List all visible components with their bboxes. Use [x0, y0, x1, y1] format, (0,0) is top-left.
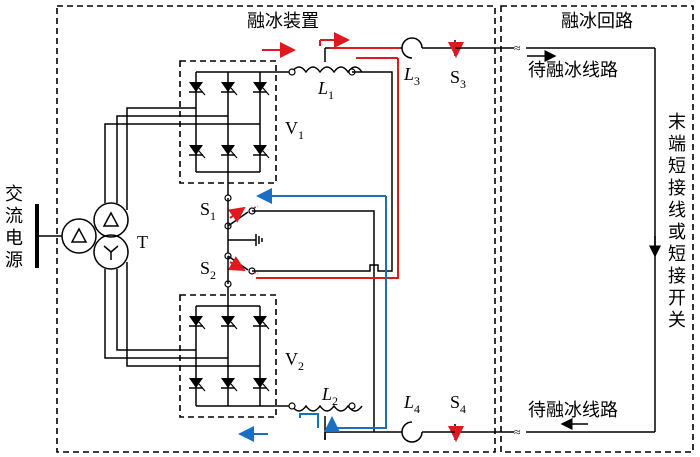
thyristor-icon [252, 315, 270, 330]
rectifier-v1 [188, 71, 270, 173]
thyristor-icon [252, 144, 270, 159]
thyristor-icon [220, 315, 238, 330]
s2-label: S2 [200, 258, 216, 282]
inductor-l3-icon [401, 37, 423, 59]
svg-text:交: 交 [5, 184, 23, 205]
svg-text:短: 短 [668, 156, 686, 177]
l3-label: L3 [403, 64, 420, 88]
inductor-l4-icon [401, 421, 423, 443]
transformer-icon [61, 202, 129, 270]
s4-label: S4 [450, 392, 466, 416]
ac-source-label: 交 流 电 源 [5, 184, 23, 271]
thyristor-icon [188, 144, 206, 159]
s3-label: S3 [450, 67, 466, 91]
l2-label: L2 [321, 384, 338, 408]
thyristor-icon [252, 81, 270, 96]
l1-label: L1 [317, 78, 334, 102]
thyristor-icon [220, 81, 238, 96]
loop-box [500, 5, 694, 453]
svg-text:接: 接 [668, 178, 686, 199]
svg-text:≈: ≈ [514, 425, 521, 439]
svg-text:开: 开 [668, 288, 686, 309]
line-bottom-label: 待融冰线路 [528, 400, 618, 421]
thyristor-icon [220, 144, 238, 159]
svg-text:电: 电 [5, 228, 23, 249]
thyristor-icon [188, 81, 206, 96]
svg-text:关: 关 [668, 310, 686, 331]
device-title: 融冰装置 [247, 11, 319, 32]
svg-text:末: 末 [668, 112, 686, 133]
rectifier-v2-box [179, 294, 277, 418]
thyristor-icon [252, 377, 270, 392]
end-short-label: 末 端 短 接 线 或 短 接 开 关 [668, 112, 686, 331]
switch-s2-icon [224, 252, 256, 275]
line-top-label: 待融冰线路 [528, 60, 618, 81]
svg-text:≈: ≈ [514, 41, 521, 55]
svg-text:线: 线 [668, 200, 686, 221]
svg-text:短: 短 [668, 244, 686, 265]
rectifier-v2 [188, 305, 270, 407]
thyristor-icon [188, 377, 206, 392]
svg-text:端: 端 [668, 134, 686, 155]
loop-title: 融冰回路 [561, 11, 633, 32]
s1-label: S1 [200, 199, 216, 223]
thyristor-icon [220, 377, 238, 392]
v1-label: V1 [285, 118, 304, 142]
v2-label: V2 [285, 349, 304, 373]
svg-text:或: 或 [668, 222, 686, 243]
ground-icon [255, 234, 263, 246]
svg-text:接: 接 [668, 266, 686, 287]
svg-text:流: 流 [5, 206, 23, 227]
transformer-label: T [137, 232, 148, 252]
l4-label: L4 [403, 392, 420, 416]
svg-text:源: 源 [5, 250, 23, 271]
inductor-l1-icon [288, 48, 363, 76]
thyristor-icon [188, 315, 206, 330]
device-box [56, 5, 496, 453]
